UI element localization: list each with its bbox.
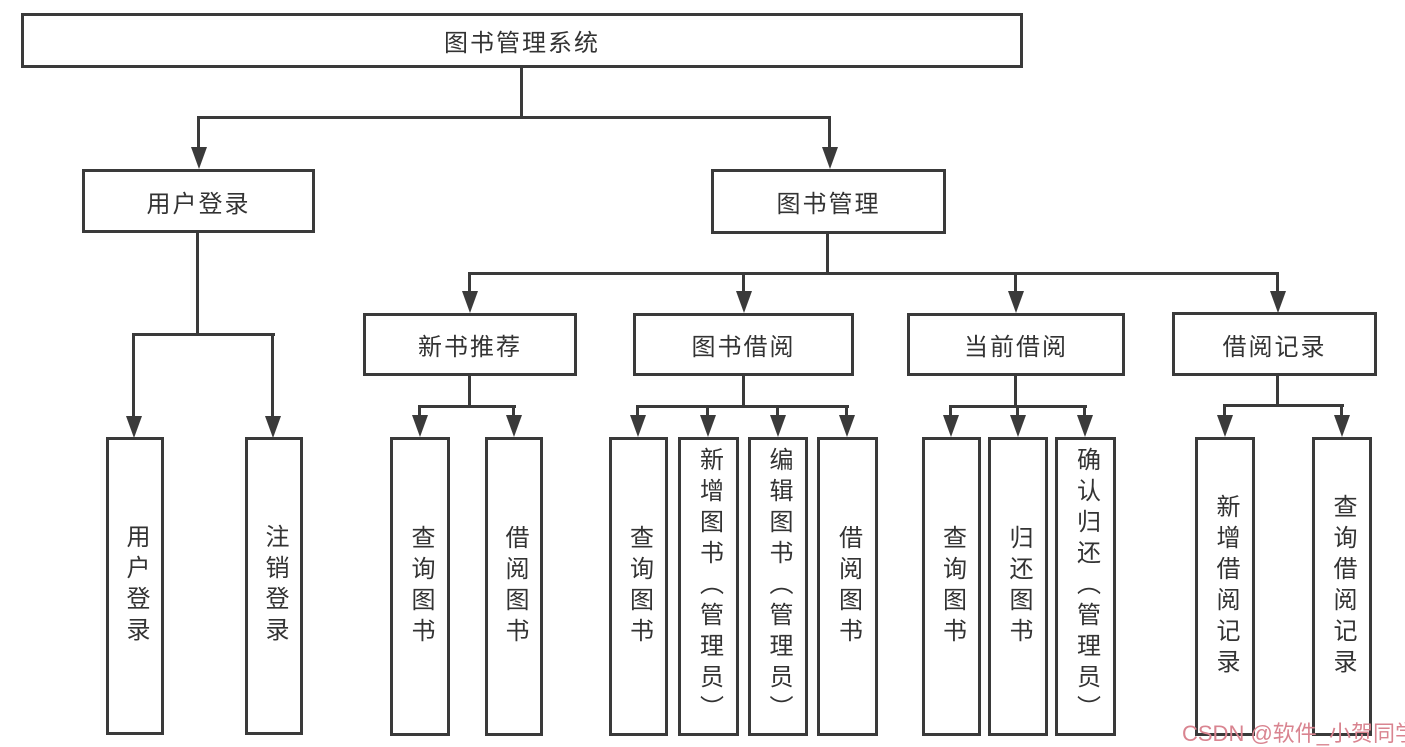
- leaf-edit-book-admin: 编辑图书（管理员）: [748, 437, 808, 736]
- connector-user-login-drop: [196, 233, 199, 336]
- node-current-borrow: 当前借阅: [907, 313, 1125, 376]
- leaf-confirm-return-admin: 确认归还（管理员）: [1055, 437, 1116, 736]
- leaf-borrow-book-2: 借阅图书: [817, 437, 878, 736]
- connector-arrow-line: [828, 116, 831, 149]
- connector-arrow-line: [949, 405, 952, 417]
- connector-arrow-line: [1223, 404, 1226, 417]
- node-root: 图书管理系统: [21, 13, 1023, 68]
- connector-arrow-line: [197, 116, 200, 149]
- connector-arrow-line: [845, 405, 848, 417]
- arrow-down-icon: [1270, 291, 1286, 313]
- connector-level2-bus: [468, 272, 1279, 275]
- leaf-label: 用户登录: [122, 524, 149, 648]
- arrow-down-icon: [700, 415, 716, 437]
- connector-arrow-line: [1016, 405, 1019, 417]
- leaf-label: 确认归还（管理员）: [1072, 447, 1100, 726]
- leaf-label: 归还图书: [1005, 524, 1032, 649]
- arrow-down-icon: [1077, 415, 1093, 437]
- leaf-query-borrow-record: 查询借阅记录: [1312, 437, 1372, 736]
- leaf-label: 注销登录: [261, 524, 288, 648]
- connector-new-book-bus: [418, 405, 516, 408]
- leaf-label: 查询图书: [625, 524, 653, 649]
- arrow-down-icon: [462, 291, 478, 313]
- leaf-add-book-admin: 新增图书（管理员）: [678, 437, 739, 736]
- arrow-down-icon: [770, 415, 786, 437]
- node-book-management: 图书管理: [711, 169, 946, 234]
- node-borrow-record: 借阅记录: [1172, 312, 1377, 376]
- arrow-down-icon: [506, 415, 522, 437]
- arrow-down-icon: [265, 416, 281, 438]
- connector-root-drop: [520, 68, 523, 118]
- connector-book-borrow-bus: [637, 405, 849, 408]
- connector-arrow-line: [1083, 405, 1086, 417]
- leaf-add-borrow-record: 新增借阅记录: [1195, 437, 1255, 736]
- leaf-label: 借阅图书: [834, 524, 862, 649]
- connector-book-borrow-drop: [742, 376, 745, 408]
- connector-user-login-bus: [132, 333, 275, 336]
- connector-arrow-line: [418, 405, 421, 417]
- leaf-label: 查询借阅记录: [1329, 493, 1356, 680]
- arrow-down-icon: [839, 415, 855, 437]
- leaf-return-book: 归还图书: [988, 437, 1048, 736]
- leaf-label: 查询图书: [407, 524, 434, 649]
- arrow-down-icon: [1008, 291, 1024, 313]
- leaf-borrow-book-1: 借阅图书: [485, 437, 543, 736]
- leaf-label: 查询图书: [938, 524, 966, 649]
- connector-arrow-line: [742, 272, 745, 293]
- leaf-label: 新增图书（管理员）: [695, 447, 723, 726]
- connector-arrow-line: [776, 405, 779, 417]
- connector-level1-bus: [197, 116, 831, 119]
- connector-arrow-line: [1276, 272, 1279, 293]
- arrow-down-icon: [1217, 415, 1233, 437]
- arrow-down-icon: [943, 415, 959, 437]
- arrow-down-icon: [630, 415, 646, 437]
- leaf-label: 借阅图书: [501, 524, 528, 649]
- connector-arrow-line: [1340, 404, 1343, 417]
- arrow-down-icon: [736, 291, 752, 313]
- connector-arrow-line: [468, 272, 471, 293]
- leaf-query-book-1: 查询图书: [390, 437, 450, 736]
- connector-arrow-line: [271, 333, 274, 418]
- arrow-down-icon: [822, 147, 838, 169]
- leaf-user-login: 用户登录: [106, 437, 164, 735]
- leaf-label: 编辑图书（管理员）: [765, 447, 792, 726]
- connector-current-borrow-drop: [1014, 376, 1017, 408]
- arrow-down-icon: [412, 415, 428, 437]
- leaf-query-book-3: 查询图书: [922, 437, 981, 736]
- arrow-down-icon: [191, 147, 207, 169]
- leaf-logout: 注销登录: [245, 437, 303, 735]
- node-user-login: 用户登录: [82, 169, 315, 233]
- csdn-watermark: CSDN @软件_小贺同学: [1182, 721, 1405, 746]
- arrow-down-icon: [1334, 415, 1350, 437]
- connector-borrow-record-bus: [1223, 404, 1344, 407]
- connector-new-book-drop: [468, 376, 471, 408]
- node-new-book-recommend: 新书推荐: [363, 313, 577, 376]
- connector-arrow-line: [1014, 272, 1017, 293]
- connector-book-mgmt-drop: [826, 234, 829, 274]
- connector-arrow-line: [132, 333, 135, 418]
- leaf-query-book-2: 查询图书: [609, 437, 668, 736]
- connector-arrow-line: [636, 405, 639, 417]
- connector-arrow-line: [512, 405, 515, 417]
- leaf-label: 新增借阅记录: [1212, 493, 1239, 680]
- connector-borrow-record-drop: [1276, 376, 1279, 407]
- connector-arrow-line: [706, 405, 709, 417]
- node-book-borrow: 图书借阅: [633, 313, 854, 376]
- arrow-down-icon: [1010, 415, 1026, 437]
- arrow-down-icon: [126, 416, 142, 438]
